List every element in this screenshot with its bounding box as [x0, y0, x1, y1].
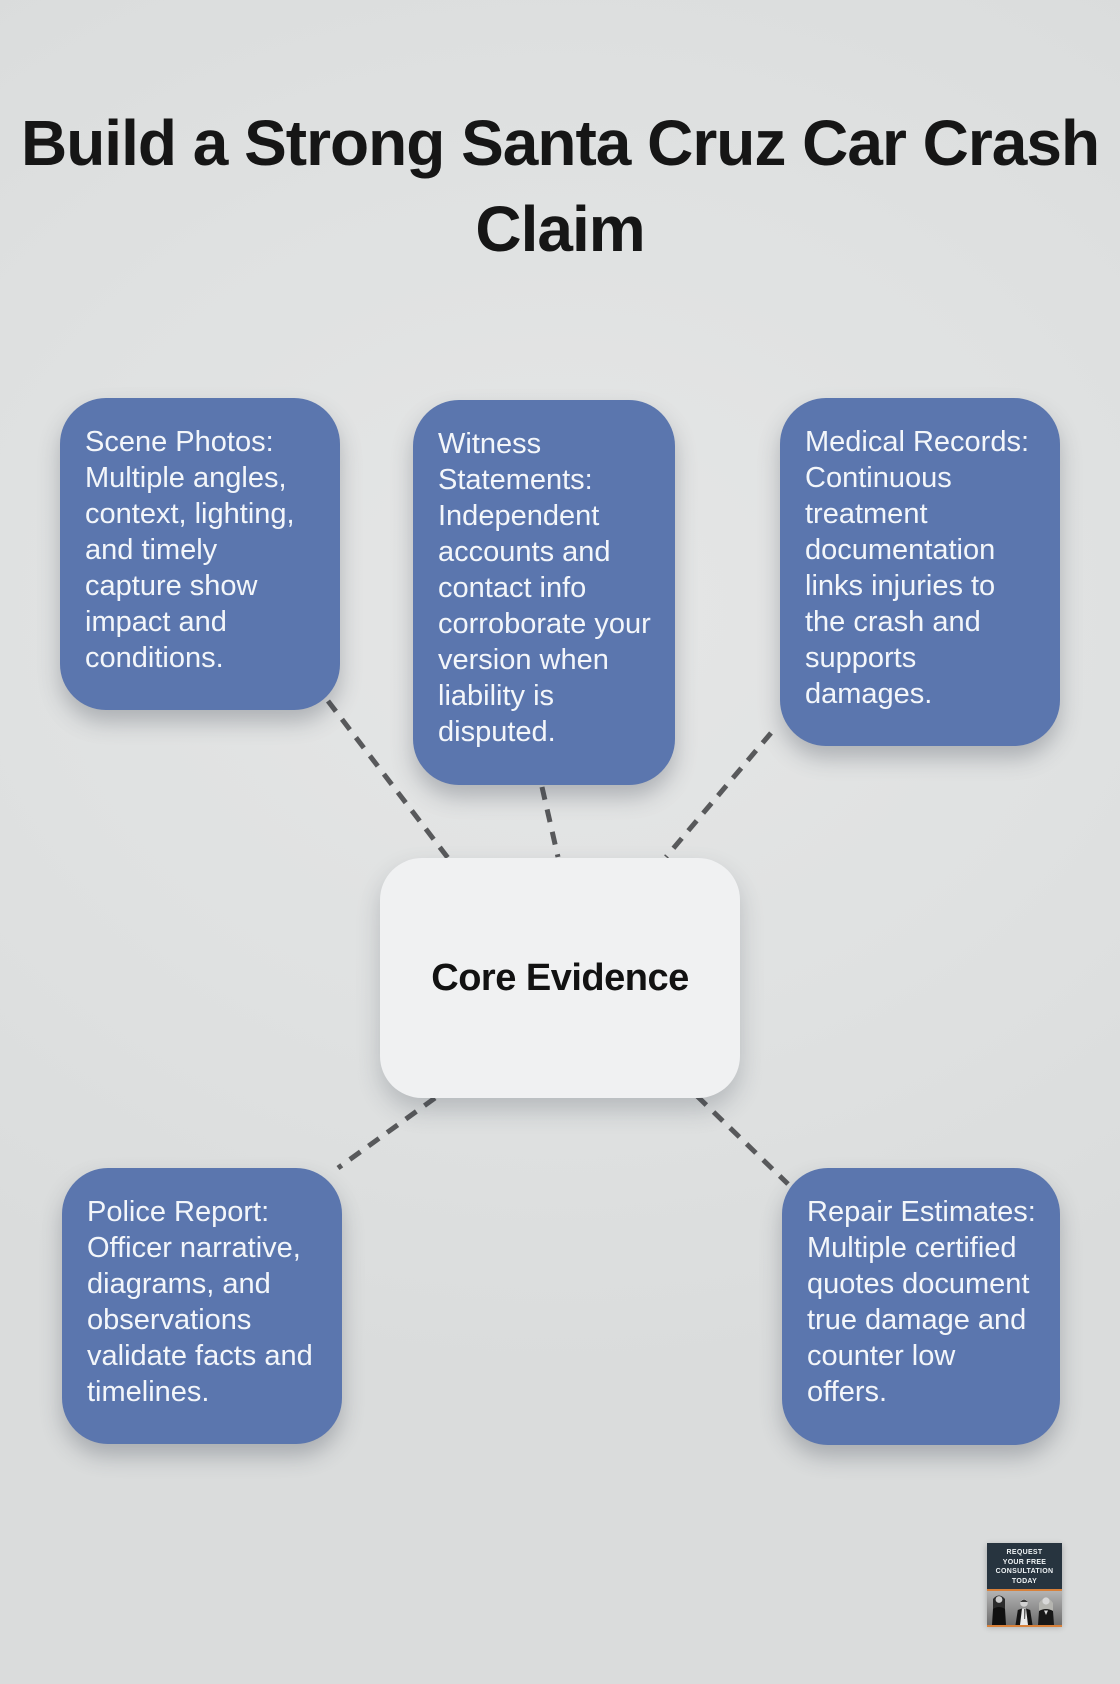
- card-medical-records: Medical Records: Continuous treatment do…: [780, 398, 1060, 746]
- core-evidence-label: Core Evidence: [431, 956, 689, 999]
- page-title: Build a Strong Santa Cruz Car Crash Clai…: [20, 107, 1100, 265]
- connector-police-report: [336, 1095, 437, 1171]
- consultation-badge-text: REQUEST YOUR FREE CONSULTATION TODAY: [995, 1549, 1054, 1585]
- card-police-report-text: Police Report: Officer narrative, diagra…: [87, 1196, 313, 1408]
- connector-repair-estimates: [695, 1094, 790, 1186]
- card-witness-statements-text: Witness Statements: Independent accounts…: [438, 428, 651, 748]
- connector-scene-photos: [326, 699, 450, 860]
- connector-medical: [664, 731, 773, 859]
- card-repair-estimates-text: Repair Estimates: Multiple certified quo…: [807, 1196, 1036, 1408]
- card-medical-records-text: Medical Records: Continuous treatment do…: [805, 426, 1030, 710]
- three-attorneys-photo: [987, 1591, 1062, 1626]
- connector-witness: [539, 786, 561, 858]
- core-evidence-node: Core Evidence: [380, 858, 740, 1098]
- card-scene-photos: Scene Photos: Multiple angles, context, …: [60, 398, 340, 710]
- badge-accent-rule-bottom: [987, 1625, 1062, 1628]
- card-witness-statements: Witness Statements: Independent accounts…: [413, 400, 675, 785]
- card-police-report: Police Report: Officer narrative, diagra…: [62, 1168, 342, 1444]
- card-scene-photos-text: Scene Photos: Multiple angles, context, …: [85, 426, 295, 674]
- card-repair-estimates: Repair Estimates: Multiple certified quo…: [782, 1168, 1060, 1445]
- badge-accent-rule-top: [987, 1589, 1062, 1592]
- consultation-badge[interactable]: REQUEST YOUR FREE CONSULTATION TODAY: [987, 1543, 1062, 1628]
